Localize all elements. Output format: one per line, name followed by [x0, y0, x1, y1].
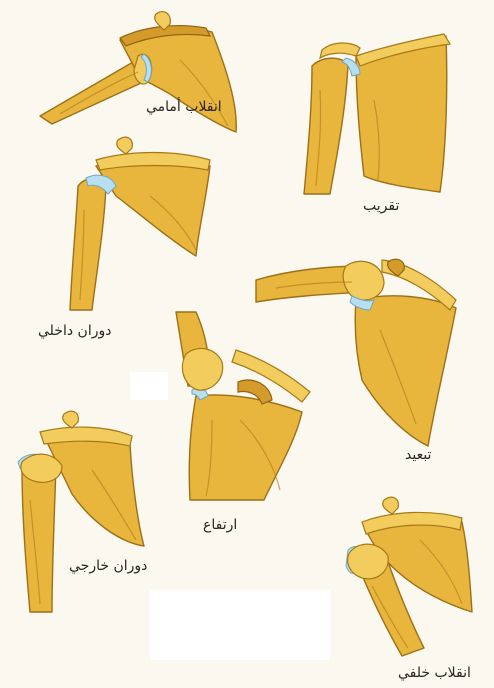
label-internal-rotation: دوران داخلي [38, 322, 111, 340]
scapula-blade [355, 296, 456, 446]
humeral-head [343, 261, 384, 300]
coracoid [117, 137, 133, 154]
humerus-shaft [304, 58, 348, 194]
label-posterior-tilt: انقلاب خلفي [398, 664, 471, 682]
elevation-illustration [176, 312, 310, 500]
humeral-head [21, 454, 62, 482]
humeral-head [348, 544, 389, 579]
adduction-illustration [304, 34, 450, 194]
label-elevation: ارتفاع [203, 516, 237, 534]
scapula-blade [189, 395, 302, 500]
humerus-shaft [70, 179, 106, 311]
external-rotation-illustration [18, 411, 144, 612]
label-adduction: تقريب [363, 197, 399, 215]
internal-rotation-illustration [70, 137, 210, 310]
label-anterior-tilt: انقلاب أمامي [146, 98, 222, 116]
posterior-tilt-illustration [346, 497, 472, 656]
coracoid [320, 43, 360, 58]
coracoid [383, 497, 399, 514]
blank-patch [130, 372, 168, 400]
humeral-head [182, 348, 222, 390]
blank-patch [150, 590, 330, 660]
label-abduction: تبعيد [405, 446, 431, 464]
coracoid [63, 411, 79, 428]
scapula-blade [96, 159, 210, 257]
label-external-rotation: دوران خارجي [69, 557, 147, 575]
